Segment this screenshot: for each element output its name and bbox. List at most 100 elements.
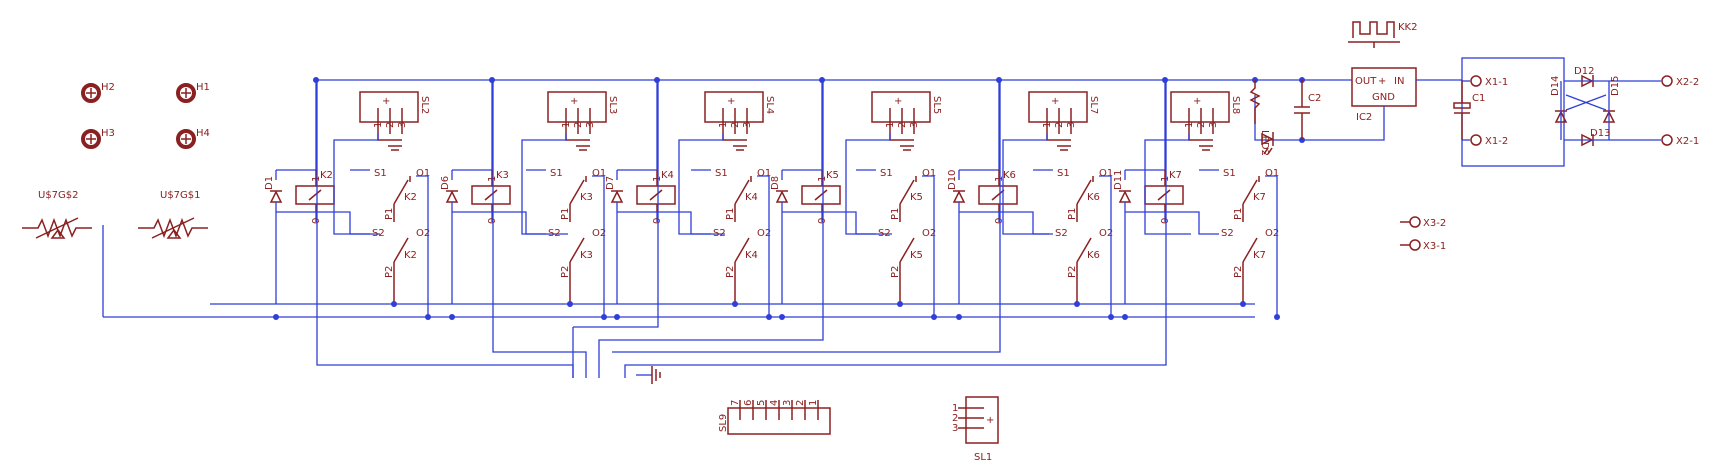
svg-text:+: + (727, 96, 735, 107)
flyback-diode: D8 (770, 170, 789, 212)
svg-text:S1: S1 (880, 168, 893, 179)
relay-label: K3 (496, 170, 509, 181)
svg-text:P1: P1 (384, 208, 395, 220)
hole-h1: H1 (176, 82, 210, 103)
connector-x1-2[interactable]: X1-2 (1462, 134, 1508, 147)
diode-label: D7 (605, 176, 616, 190)
svg-text:3: 3 (1208, 122, 1219, 128)
svg-text:S2: S2 (1055, 228, 1068, 239)
svg-text:P2: P2 (1233, 266, 1244, 278)
header-label: SL5 (931, 96, 942, 114)
svg-text:P2: P2 (384, 266, 395, 278)
svg-text:O1: O1 (1265, 168, 1279, 179)
svg-text:P1: P1 (725, 208, 736, 220)
hole-h2: H2 (81, 82, 115, 103)
svg-text:S2: S2 (713, 228, 726, 239)
relay-label: K7 (1169, 170, 1182, 181)
svg-text:+: + (570, 96, 578, 107)
svg-text:S1: S1 (1223, 168, 1236, 179)
svg-text:S1: S1 (715, 168, 728, 179)
svg-text:O1: O1 (1099, 168, 1113, 179)
connector-x3-1[interactable]: X3-1 (1400, 239, 1446, 252)
diode-label: D15 (1610, 76, 1621, 96)
svg-text:1: 1 (561, 122, 572, 128)
hole-h3: H3 (81, 128, 115, 149)
svg-text:1: 1 (1042, 122, 1053, 128)
svg-text:O2: O2 (922, 228, 936, 239)
diode-label: D12 (1574, 66, 1594, 77)
cap-label: C1 (1472, 93, 1485, 104)
relay-label: K2 (320, 170, 333, 181)
svg-text:S1: S1 (550, 168, 563, 179)
svg-text:K2: K2 (404, 250, 417, 261)
capacitor-c2: C2 (1294, 80, 1321, 140)
header-label: SL1 (974, 452, 992, 463)
svg-text:O2: O2 (1099, 228, 1113, 239)
connector-label: X1-2 (1485, 136, 1508, 147)
connector-x3-2[interactable]: X3-2 (1400, 216, 1446, 229)
svg-text:3: 3 (1066, 122, 1077, 128)
svg-text:1: 1 (373, 122, 384, 128)
pin-label: 7 (730, 400, 741, 406)
connector-x1-1[interactable]: X1-1 (1462, 75, 1508, 88)
svg-text:K5: K5 (910, 192, 923, 203)
svg-text:K7: K7 (1253, 192, 1266, 203)
svg-text:+: + (1378, 76, 1386, 87)
svg-text:O1: O1 (922, 168, 936, 179)
svg-text:P1: P1 (560, 208, 571, 220)
svg-text:P2: P2 (725, 266, 736, 278)
svg-text:2: 2 (573, 122, 584, 128)
header-label: SL4 (764, 96, 775, 114)
connector-x2-1[interactable]: X2-1 (1661, 134, 1699, 147)
header-label: SL9 (718, 414, 729, 432)
svg-text:2: 2 (1196, 122, 1207, 128)
svg-text:P1: P1 (1067, 208, 1078, 220)
svg-text:K5: K5 (910, 250, 923, 261)
hole-h4: H4 (176, 128, 210, 149)
flyback-diode: D11 (1113, 170, 1132, 212)
potentiometer-right: U$7G$1 (138, 190, 208, 239)
connector-label: X2-1 (1676, 136, 1699, 147)
svg-text:P2: P2 (1067, 266, 1078, 278)
svg-text:S1: S1 (1057, 168, 1070, 179)
connector-label: X3-1 (1423, 241, 1446, 252)
header-label: SL3 (607, 96, 618, 114)
connector-label: X1-1 (1485, 77, 1508, 88)
heatsink-label: KK2 (1398, 22, 1417, 33)
mounting-holes: H2 H1 H3 H4 (81, 82, 210, 149)
pin-label: 6 (743, 400, 754, 406)
flyback-diode: D1 (264, 170, 283, 212)
flyback-diode: D6 (440, 170, 459, 212)
connector-x2-2[interactable]: X2-2 (1661, 75, 1699, 88)
svg-text:+: + (382, 96, 390, 107)
svg-text:1: 1 (1184, 122, 1195, 128)
svg-text:P2: P2 (890, 266, 901, 278)
header-label: SL7 (1088, 96, 1099, 114)
svg-text:3: 3 (742, 122, 753, 128)
svg-text:S2: S2 (372, 228, 385, 239)
svg-text:S1: S1 (374, 168, 387, 179)
svg-text:+: + (986, 415, 994, 426)
led-led2: LED2 (1249, 80, 1274, 156)
connector-label: X3-2 (1423, 218, 1446, 229)
regulator-label: IC2 (1356, 112, 1372, 123)
diode-label: D11 (1113, 170, 1124, 190)
svg-text:K6: K6 (1087, 250, 1100, 261)
diode-label: D13 (1590, 128, 1610, 139)
pin-label: 1 (952, 403, 958, 414)
diode-label: D10 (947, 170, 958, 190)
